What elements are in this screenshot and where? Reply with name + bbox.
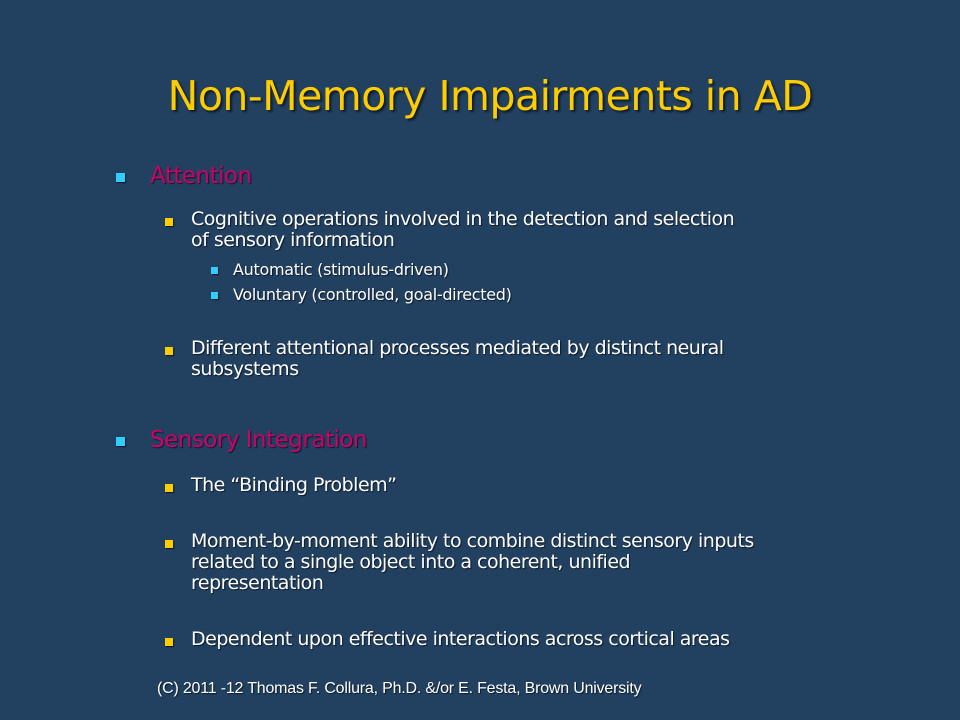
sub-list-item-text: Automatic (stimulus-driven)	[233, 260, 449, 279]
list-item: Cognitive operations involved in the det…	[165, 208, 735, 251]
square-bullet-icon	[165, 540, 173, 548]
list-item-text: Cognitive operations involved in the det…	[191, 208, 735, 251]
square-bullet-icon	[116, 437, 125, 446]
list-item-text: Different attentional processes mediated…	[191, 337, 724, 380]
slide-footer: (C) 2011 -12 Thomas F. Collura, Ph.D. &/…	[157, 680, 642, 697]
square-bullet-icon	[165, 347, 173, 355]
section-heading-label: Attention	[150, 163, 252, 189]
section-heading-attention: Attention	[116, 162, 252, 190]
list-item-text: Moment-by-moment ability to combine dist…	[191, 530, 754, 594]
square-bullet-icon	[165, 484, 173, 492]
list-item-text: Dependent upon effective interactions ac…	[191, 628, 730, 650]
slide-title: Non-Memory Impairments in AD	[167, 72, 813, 120]
square-bullet-icon	[211, 267, 218, 274]
square-bullet-icon	[116, 173, 125, 182]
square-bullet-icon	[211, 292, 218, 299]
section-heading-label: Sensory Integration	[150, 427, 368, 453]
sub-list-item: Voluntary (controlled, goal-directed)	[211, 285, 512, 305]
sub-list-item-text: Voluntary (controlled, goal-directed)	[233, 285, 512, 304]
list-item-text: The “Binding Problem”	[191, 474, 397, 496]
list-item: The “Binding Problem”	[165, 475, 397, 496]
list-item: Different attentional processes mediated…	[165, 338, 724, 380]
section-heading-sensory-integration: Sensory Integration	[116, 426, 368, 454]
sub-list-item: Automatic (stimulus-driven)	[211, 260, 449, 280]
square-bullet-icon	[165, 638, 173, 646]
list-item: Moment-by-moment ability to combine dist…	[165, 531, 754, 594]
list-item: Dependent upon effective interactions ac…	[165, 629, 730, 650]
square-bullet-icon	[165, 218, 173, 226]
